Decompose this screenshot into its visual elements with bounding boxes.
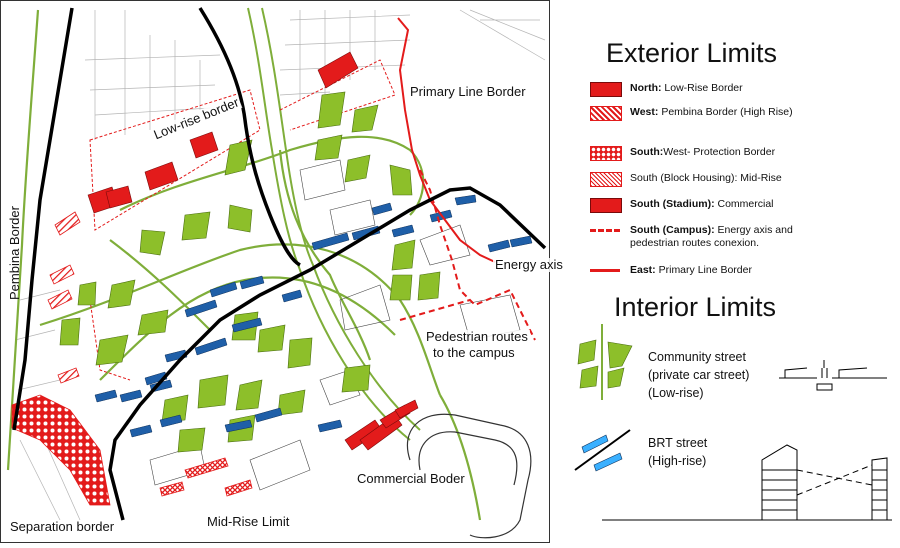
legend-item-west: West: Pembina Border (High Rise) xyxy=(590,106,890,134)
brt-street-section-sketch xyxy=(602,444,892,521)
energy-axis-label: Energy axis xyxy=(493,257,565,273)
north-low-rise-blocks xyxy=(87,51,359,214)
legend-item-south-west: South:West- Protection Border xyxy=(590,146,890,162)
south-campus-dashed-line xyxy=(419,169,536,341)
exterior-legend-list: North: Low-Rise Border West: Pembina Bor… xyxy=(590,82,890,282)
community-street-line2: (private car street) xyxy=(648,368,750,382)
dotted-red-block-icon xyxy=(590,146,622,161)
legend-item-north: North: Low-Rise Border xyxy=(590,82,890,98)
solid-red-line-icon xyxy=(590,269,620,272)
energy-axis xyxy=(108,186,547,521)
brt-street-blocks xyxy=(94,194,533,438)
primary-line-border-label: Primary Line Border xyxy=(408,84,528,100)
to-the-campus-label: to the campus xyxy=(431,345,517,361)
exterior-limits-title: Exterior Limits xyxy=(606,38,778,68)
cross-hatched-red-block-icon xyxy=(590,172,622,187)
dashed-red-line-icon xyxy=(590,229,620,232)
site-map-drawing xyxy=(0,0,550,543)
community-street-line3: (Low-rise) xyxy=(648,386,704,400)
legend-item-south-stadium: South (Stadium): Commercial xyxy=(590,198,890,214)
separation-border-label: Separation border xyxy=(8,519,117,535)
west-pembina-blocks xyxy=(47,211,81,384)
pembina-border-label: Pembina Border xyxy=(7,206,22,300)
commercial-blocks xyxy=(344,399,419,451)
pembina-border-line xyxy=(12,7,74,431)
mid-rise-blocks xyxy=(159,457,253,497)
mid-rise-limit-label: Mid-Rise Limit xyxy=(205,514,292,530)
community-street-icon xyxy=(577,324,633,400)
pedestrian-routes-label: Pedestrian routes xyxy=(424,329,530,345)
legend-item-south-block: South (Block Housing): Mid-Rise xyxy=(590,172,890,188)
hatched-red-block-icon xyxy=(590,106,622,121)
solid-red-block-icon xyxy=(590,198,622,213)
brt-street-icon xyxy=(574,429,631,472)
west-protection-border-zone xyxy=(11,394,111,506)
collector-roads xyxy=(6,9,482,521)
parcel-lines xyxy=(14,9,546,521)
stadium xyxy=(406,413,532,539)
site-map: Low-rise border Primary Line Border Pemb… xyxy=(0,0,565,543)
community-street-section-sketch xyxy=(779,360,887,391)
legend-item-east: East: Primary Line Border xyxy=(590,264,890,280)
east-primary-line-border xyxy=(397,17,496,263)
legend-panel: Exterior Limits North: Low-Rise Border W… xyxy=(552,0,900,543)
solid-red-block-icon xyxy=(590,82,622,97)
community-street-line1: Community street xyxy=(648,350,746,364)
brt-street-line1: BRT street xyxy=(648,436,708,450)
community-street-blocks xyxy=(59,91,441,453)
brt-street-line2: (High-rise) xyxy=(648,454,707,468)
legend-item-south-campus: South (Campus): Energy axis and pedestri… xyxy=(590,224,890,252)
interior-limits-title: Interior Limits xyxy=(614,292,777,322)
energy-axis-north xyxy=(198,7,301,267)
commercial-boder-label: Commercial Boder xyxy=(355,471,467,487)
